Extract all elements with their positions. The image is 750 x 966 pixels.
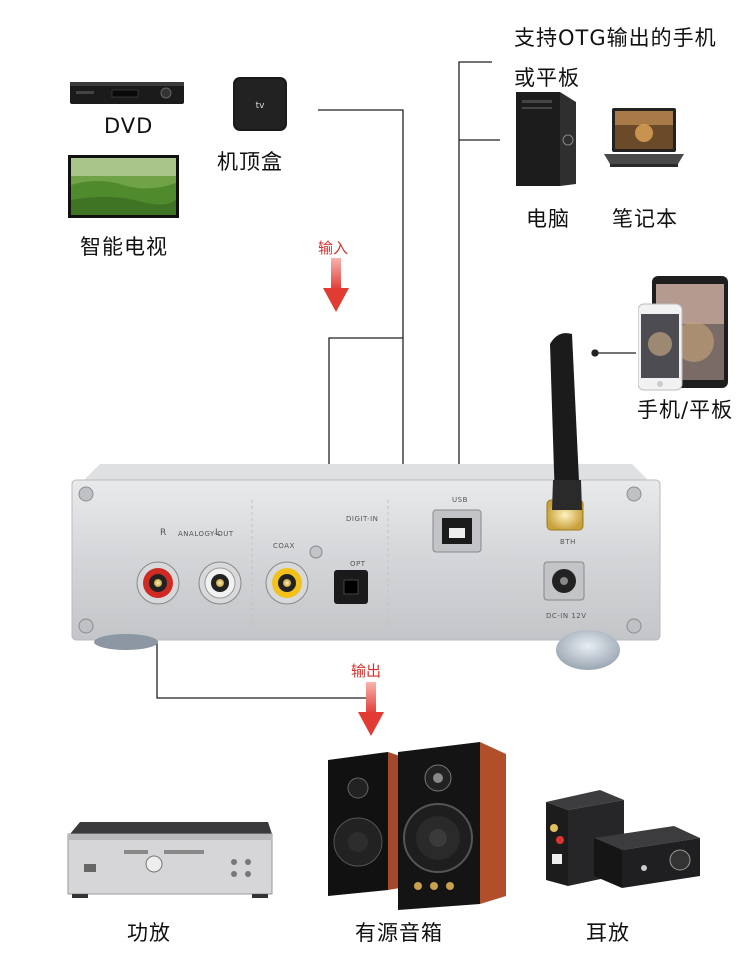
amplifier-image (67, 822, 273, 898)
laptop-image (604, 108, 684, 167)
panel-label-analog-out: ANALOGY-OUT (178, 530, 234, 538)
label-dvd: DVD (104, 114, 154, 138)
dvd-player-image (70, 82, 184, 104)
wire-pc-to-usb (458, 61, 492, 488)
pc-tower-image (516, 92, 576, 186)
label-laptop: 笔记本 (612, 207, 678, 231)
smart-tv-image (68, 155, 179, 218)
label-amplifier: 功放 (127, 921, 171, 945)
label-headphone-amp: 耳放 (586, 921, 630, 945)
label-output: 输出 (351, 662, 382, 680)
phone-tablet-image (638, 276, 728, 391)
output-arrow-icon (358, 682, 384, 736)
active-speakers-image (328, 742, 506, 910)
label-pc: 电脑 (526, 207, 570, 231)
label-set-top-box: 机顶盒 (217, 150, 283, 174)
panel-label-opt: OPT (350, 560, 366, 568)
label-phone-tablet: 手机/平板 (637, 398, 734, 422)
panel-label-bt: BTH (560, 538, 576, 546)
label-otg-line2: 或平板 (514, 66, 580, 90)
panel-label-r: R (160, 528, 167, 538)
dac-device-image (71, 333, 661, 670)
label-input: 输入 (318, 239, 349, 257)
panel-label-digit-in: DIGIT-IN (346, 515, 379, 523)
panel-label-dc-in: DC-IN 12V (546, 612, 587, 620)
label-active-speakers: 有源音箱 (355, 921, 443, 945)
svg-text:tv: tv (256, 101, 266, 111)
panel-label-usb: USB (452, 496, 468, 504)
set-top-box-image: tv (233, 77, 287, 131)
panel-label-coax: COAX (273, 542, 295, 550)
label-smart-tv: 智能电视 (80, 235, 168, 259)
panel-label-l: L (215, 528, 221, 538)
input-arrow-icon (323, 258, 349, 312)
label-otg-line1: 支持OTG输出的手机 (514, 26, 717, 50)
headphone-amp-image (546, 790, 700, 888)
